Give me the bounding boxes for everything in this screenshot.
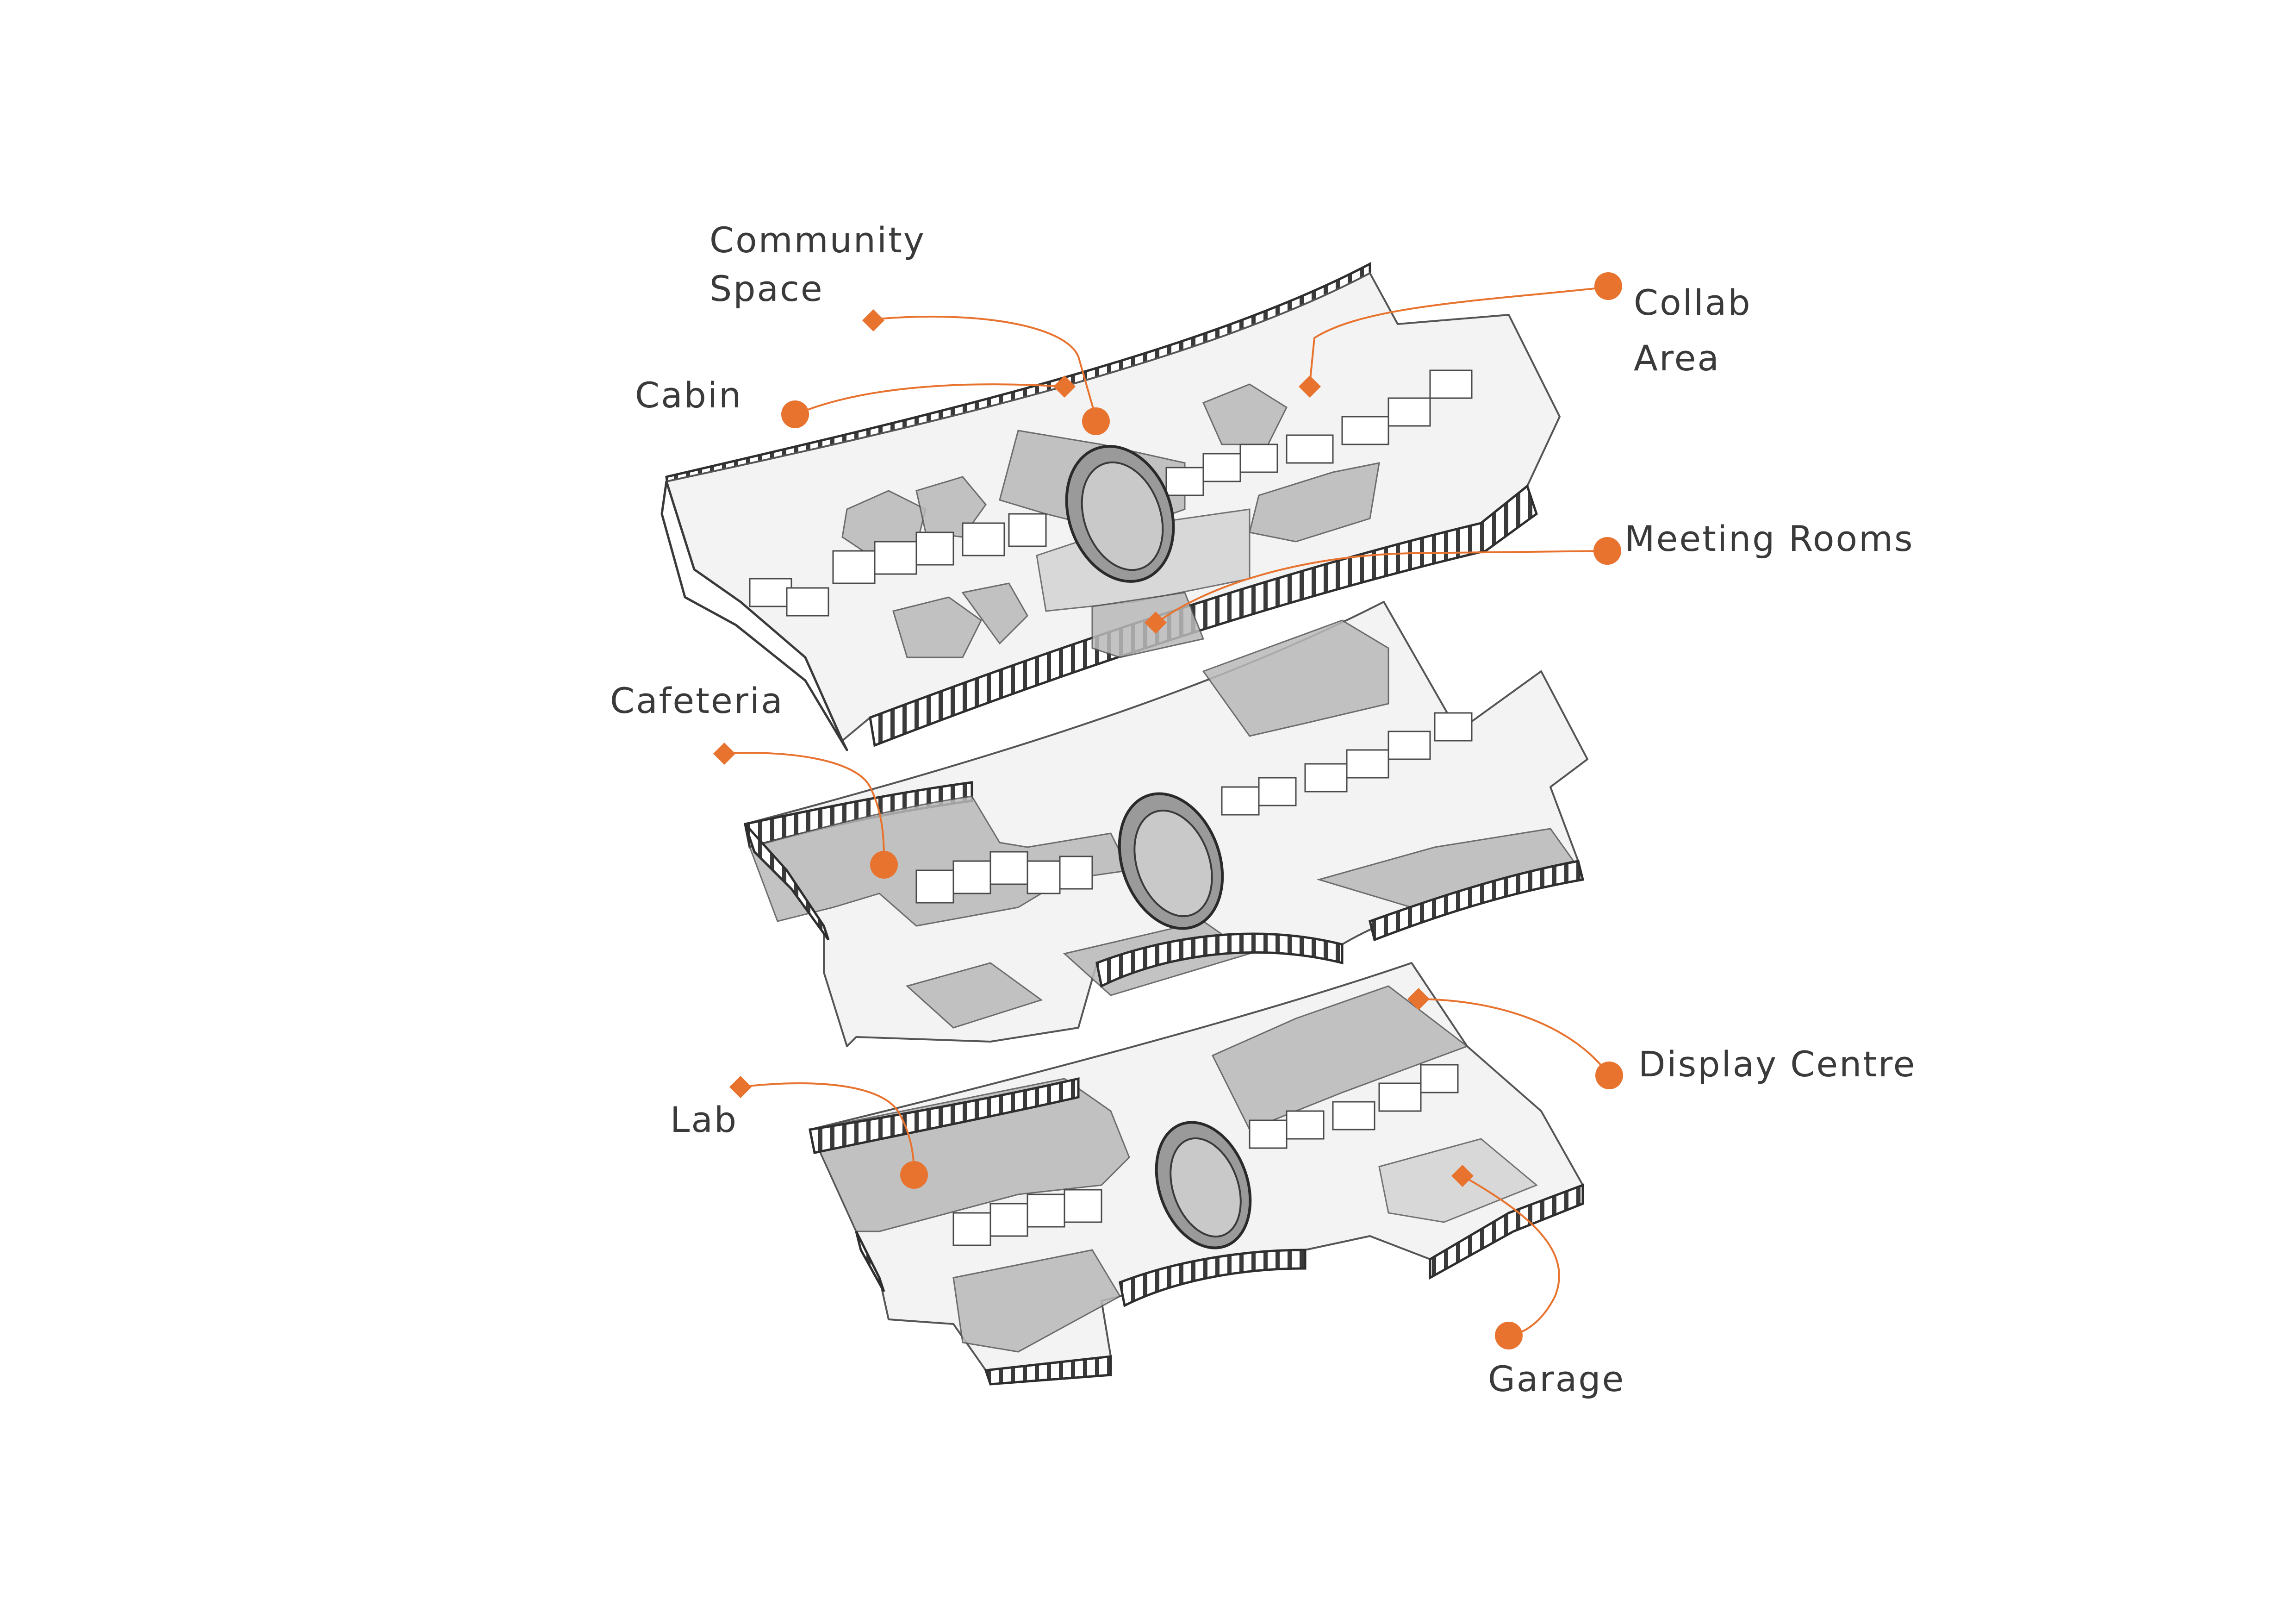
community-space-leader <box>872 315 1098 422</box>
garage-leader <box>1462 1175 1560 1337</box>
bottom-floor-front-facade <box>1119 1249 1307 1307</box>
bottom-floor-front-zone <box>952 1249 1121 1353</box>
middle-floor-upper-zone <box>1202 619 1389 737</box>
label-lab: Lab <box>670 1099 738 1140</box>
middle-floor-rooms <box>915 712 1473 904</box>
callout-garage <box>1451 1164 1560 1349</box>
cabin-zone-5 <box>1202 383 1288 445</box>
callout-display-centre <box>1407 987 1623 1089</box>
cabin-leader <box>796 383 1065 415</box>
bottom-floor-garage-facade <box>984 1355 1112 1386</box>
cafeteria-dot-marker <box>870 851 898 879</box>
callout-cabin <box>781 375 1076 428</box>
bottom-floor-rooms <box>952 1064 1459 1246</box>
label-community-space-line1: Community <box>709 219 926 261</box>
callout-meeting-rooms <box>1144 537 1621 634</box>
cafeteria-leader <box>724 752 885 864</box>
garage-diamond-marker <box>1451 1164 1474 1187</box>
top-floor-left-end <box>660 480 848 751</box>
lab-leader <box>740 1082 915 1174</box>
top-floor-front-facade <box>869 484 1538 747</box>
middle-floor-right-facade <box>1369 860 1585 942</box>
middle-floor-atrium-void <box>1133 809 1213 918</box>
callout-lab <box>729 1075 928 1189</box>
collab-area-leader <box>1309 286 1609 385</box>
middle-floor-left-facade <box>744 823 830 941</box>
cabin-zone-2 <box>915 476 987 538</box>
top-floor-atrium-void <box>1081 461 1164 571</box>
display-centre-leader <box>1418 998 1609 1075</box>
cabin-zone-4 <box>961 582 1028 645</box>
bottom-floor-atrium-void <box>1170 1137 1242 1238</box>
cabin-dot-marker <box>781 400 809 428</box>
cabin-zone-3 <box>892 596 982 658</box>
middle-floor-front-facade <box>1095 932 1344 988</box>
bottom-floor-right-facade <box>1429 1183 1584 1280</box>
bottom-floor-left-facade <box>855 1230 885 1293</box>
label-meeting-rooms: Meeting Rooms <box>1624 518 1914 559</box>
callout-collab-area <box>1298 272 1622 398</box>
label-community-space-line2: Space <box>709 268 824 309</box>
display-centre-diamond-marker <box>1407 987 1430 1011</box>
meeting-rooms-diamond-marker <box>1144 611 1167 634</box>
lab-dot-marker <box>900 1161 928 1189</box>
label-collab-area-line2: Area <box>1634 337 1720 379</box>
community-space-diamond-marker <box>862 309 885 332</box>
display-centre-dot-marker <box>1595 1062 1623 1089</box>
label-cafeteria: Cafeteria <box>610 680 784 721</box>
label-cabin: Cabin <box>635 375 742 416</box>
community-space-dot-marker <box>1082 407 1110 435</box>
meeting-rooms-dot-marker <box>1593 537 1621 565</box>
collab-area-dot-marker <box>1594 272 1622 300</box>
label-garage: Garage <box>1488 1358 1625 1399</box>
middle-floor-right-zone <box>1316 828 1575 908</box>
top-floor-rooms <box>749 369 1473 617</box>
lab-diamond-marker <box>729 1075 752 1099</box>
meeting-rooms-leader <box>1156 550 1606 624</box>
middle-floor-left-front-zone <box>905 962 1043 1029</box>
garage-dot-marker <box>1495 1322 1523 1349</box>
top-floor-plate <box>660 262 1561 751</box>
label-display-centre: Display Centre <box>1638 1043 1916 1085</box>
middle-floor-plate <box>744 601 1588 1047</box>
cafeteria-diamond-marker <box>713 742 736 765</box>
bottom-floor-plate <box>809 962 1584 1386</box>
collab-area-diamond-marker <box>1298 375 1321 398</box>
label-collab-area-line1: Collab <box>1634 282 1752 323</box>
cabin-diamond-marker <box>1053 375 1076 398</box>
